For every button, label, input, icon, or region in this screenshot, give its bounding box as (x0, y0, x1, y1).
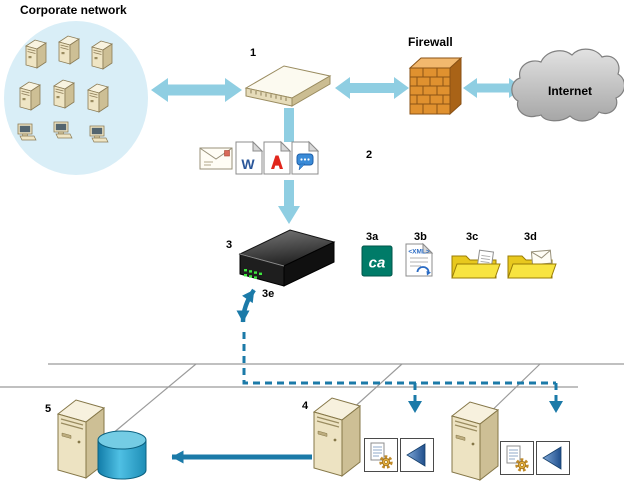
firewall-internet-arrow (463, 78, 523, 98)
folder-mail-icon (507, 249, 557, 279)
appliance-icon (238, 229, 336, 287)
appliance-network-arrow (236, 288, 256, 323)
tower-pc-icon (87, 83, 109, 113)
switch-firewall-arrow (335, 77, 409, 99)
chat-document-icon (291, 141, 319, 175)
lan-switch-arrow (151, 78, 242, 102)
agent-document-gear-icon (499, 440, 535, 476)
firewall-icon (408, 56, 463, 116)
xml-tag-text: <XML> (408, 249, 430, 256)
database-icon (97, 430, 147, 480)
internet-label: Internet (548, 84, 592, 98)
corporate-network-group (17, 35, 113, 143)
tower-pc-icon (53, 79, 75, 109)
server-5-label: 5 (45, 403, 51, 415)
internet-cloud (511, 48, 624, 122)
distribution-dashed-line (242, 332, 558, 401)
corporate-network-label: Corporate network (20, 3, 127, 17)
folder-documents-icon (451, 249, 501, 279)
xml-document-icon: <XML> (405, 243, 433, 277)
documents-label: 2 (366, 149, 372, 161)
word-letter: W (241, 156, 255, 172)
folder-documents-label: 3c (466, 231, 478, 243)
switch-label: 1 (250, 47, 256, 59)
server-right-icon (451, 401, 499, 481)
server-4-icon (313, 397, 361, 477)
tower-pc-icon (19, 81, 41, 111)
tower-pc-icon (91, 40, 113, 70)
brick-pattern (410, 68, 450, 114)
branch-arrowhead (549, 401, 563, 413)
appliance-ports-label: 3e (262, 288, 274, 300)
pdf-document-icon (263, 141, 291, 175)
ca-letters: ca (369, 255, 386, 272)
agent-triangle-icon (400, 438, 434, 472)
ca-logo-icon: ca (361, 245, 393, 277)
message-flow-line (284, 108, 294, 142)
branch-arrowhead (408, 401, 422, 413)
message-flow-arrow (278, 180, 300, 224)
firewall-label: Firewall (408, 35, 453, 49)
word-document-icon: W (235, 141, 263, 175)
xml-label: 3b (414, 231, 427, 243)
appliance-label: 3 (226, 239, 232, 251)
ca-label: 3a (366, 231, 379, 243)
led-panel (244, 269, 262, 279)
adobe-mark (271, 155, 283, 169)
folder-mail-label: 3d (524, 231, 537, 243)
switch-icon (244, 65, 332, 107)
agent-document-gear-icon (363, 437, 399, 473)
envelope-icon (199, 147, 233, 170)
tower-pc-icon (25, 39, 47, 69)
tower-pc-icon (58, 35, 80, 65)
server-5-icon (57, 399, 105, 479)
network-drop-line (111, 363, 197, 435)
server-4-label: 4 (302, 400, 309, 412)
agent-triangle-icon (536, 441, 570, 475)
